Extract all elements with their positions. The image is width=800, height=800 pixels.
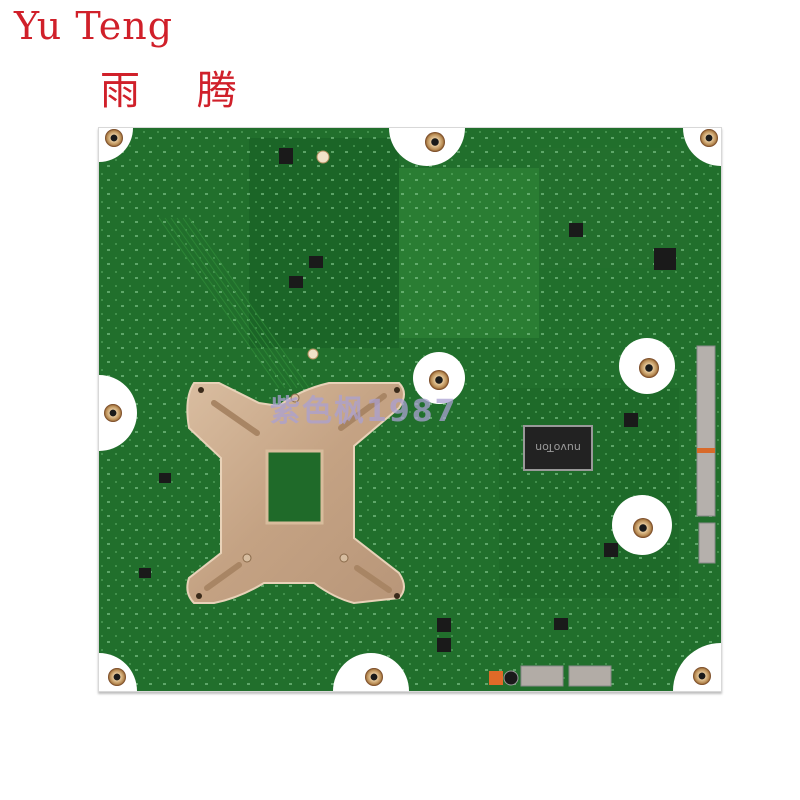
motherboard-illustration: nuvoTon: [99, 128, 721, 691]
cpu-backplate: [186, 382, 405, 605]
brand-watermark-chinese: 雨 腾: [100, 68, 259, 114]
motherboard-photo: nuvoTon: [98, 127, 722, 692]
brand-watermark-english: Yu Teng: [14, 4, 174, 48]
nuvoton-chip: [523, 425, 593, 471]
overlay-watermark: 紫色枫1987: [270, 394, 458, 429]
chip-label: nuvoTon: [535, 441, 581, 454]
